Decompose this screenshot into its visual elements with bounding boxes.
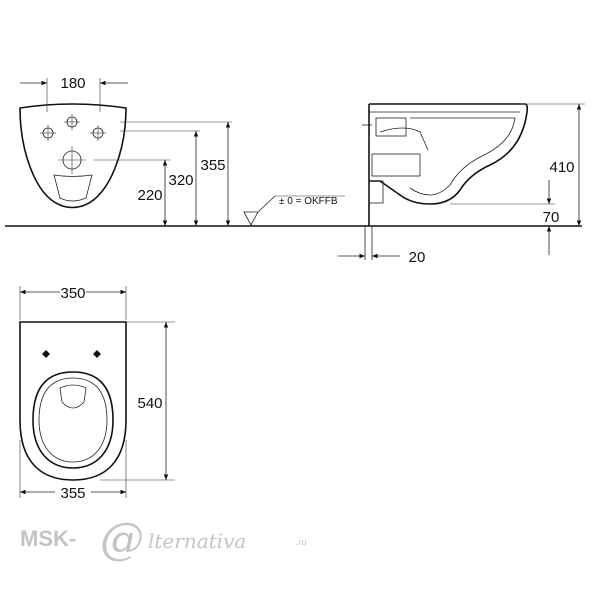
watermark-prefix: MSK-	[20, 526, 76, 551]
mount-hole-left	[42, 350, 50, 358]
top-bowl-outline	[19, 321, 127, 481]
dim-355-label: 355	[200, 157, 225, 174]
dim-220-label: 220	[137, 187, 162, 204]
side-bowl-outline	[369, 103, 529, 205]
dim-350-label: 350	[60, 285, 85, 302]
side-view: 410 70 20	[338, 103, 585, 266]
front-bowl-outline	[19, 103, 127, 209]
dim-540-label: 540	[137, 395, 162, 412]
dim-180-label: 180	[60, 75, 85, 92]
dim-410-label: 410	[549, 159, 574, 176]
flush-pipe	[371, 153, 421, 177]
floor-note: ± 0 = OKFFB	[279, 196, 338, 207]
front-view: 180 220 320 355 ± 0 = OKFFB	[5, 75, 582, 227]
top-bowl-opening	[59, 384, 87, 409]
top-seat-rim	[32, 371, 114, 469]
side-bowl-inner	[409, 117, 516, 196]
top-view: 350 540 355	[19, 285, 175, 502]
front-bowl-inner	[53, 174, 93, 202]
watermark-tld: .ru	[296, 537, 307, 547]
mounting-holes	[40, 114, 106, 174]
mount-hole-right	[93, 350, 101, 358]
dim-320-label: 320	[168, 172, 193, 189]
watermark-suffix: lternativa	[148, 529, 246, 553]
dim-70-label: 70	[543, 209, 560, 226]
dim-355-bottom-label: 355	[60, 485, 85, 502]
watermark-at: @	[100, 514, 144, 565]
watermark: MSK- @ lternativa .ru	[20, 514, 307, 565]
dim-20-label: 20	[409, 249, 426, 266]
floor-level-symbol	[243, 211, 259, 226]
